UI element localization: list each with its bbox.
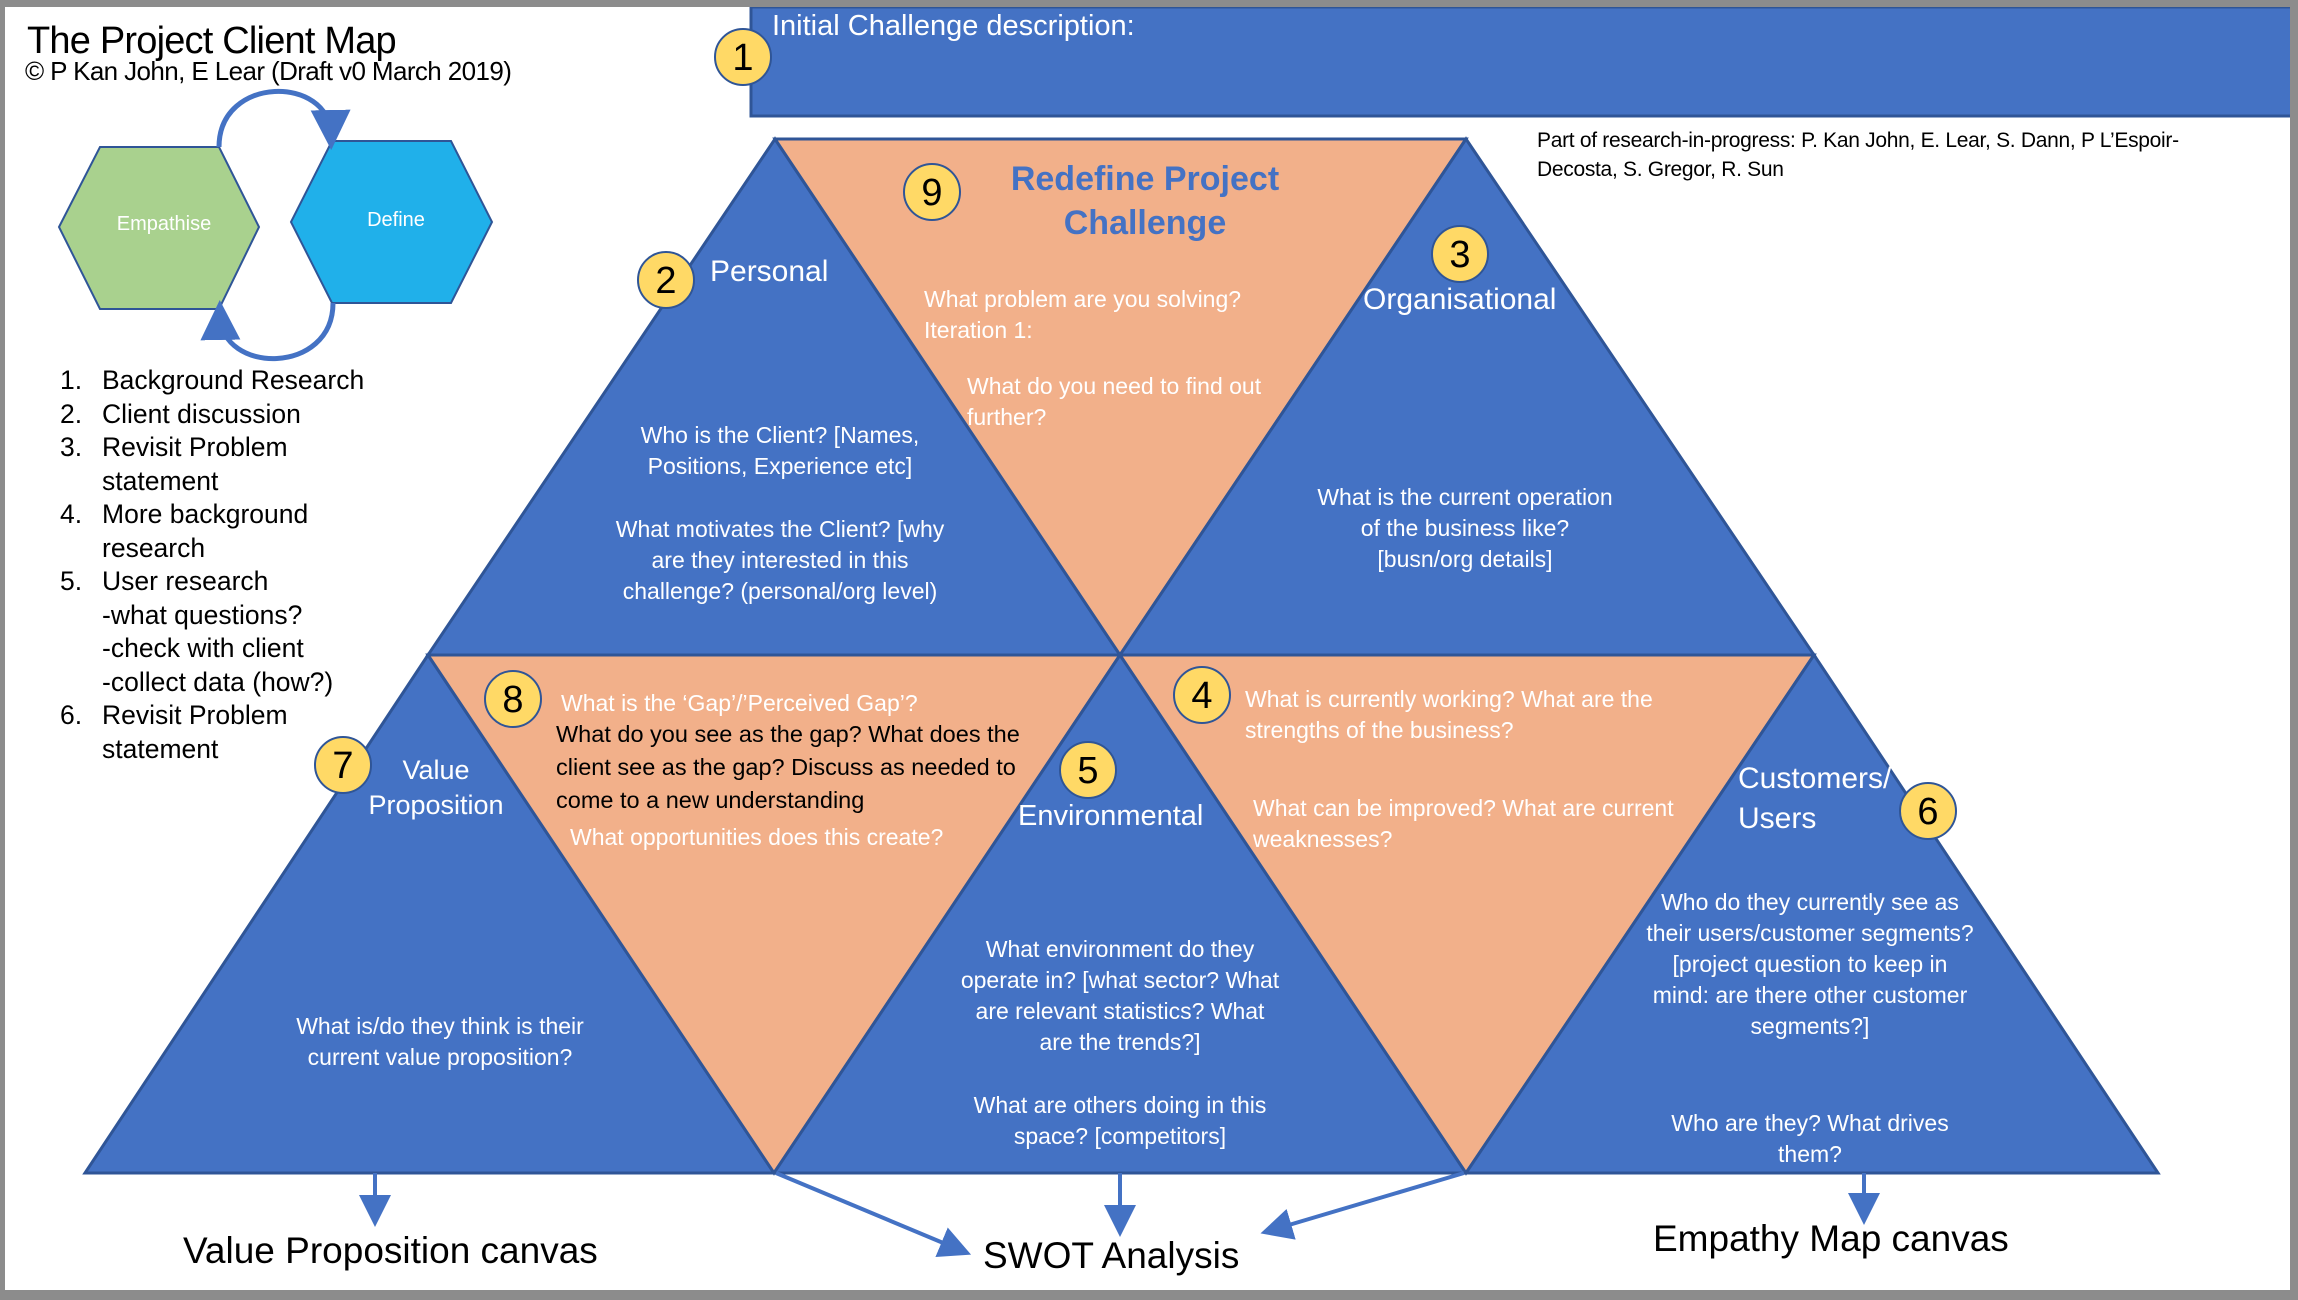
copyright-text: © P Kan John, E Lear (Draft v0 March 201… xyxy=(25,56,512,86)
step-item: 4.More background research xyxy=(60,499,309,563)
cycle-arrow-top xyxy=(216,89,351,150)
arrow-to-swot-left xyxy=(775,1171,972,1258)
arrow-to-swot-right xyxy=(1260,1171,1465,1240)
step-item: 5.User research -what questions? -check … xyxy=(60,566,334,697)
redefine-title: Redefine Project Challenge xyxy=(1010,160,1280,242)
environmental-question-1: What environment do they operate in? [wh… xyxy=(960,936,1280,1055)
diagram-shapes xyxy=(57,7,2290,1258)
step-item: 2.Client discussion xyxy=(60,398,301,429)
empathise-hexagon xyxy=(57,146,261,310)
value-proposition-question: What is/do they think is their current v… xyxy=(296,1013,584,1070)
environmental-label: Environmental xyxy=(1018,800,1204,832)
step-item: 3.Revisit Problem statement xyxy=(60,432,288,496)
personal-label: Personal xyxy=(710,255,829,288)
environmental-question-2: What are others doing in this space? [co… xyxy=(973,1092,1267,1149)
challenge-label: Initial Challenge description: xyxy=(772,10,1135,42)
badge-9: 9 xyxy=(903,163,961,221)
badge-5: 5 xyxy=(1059,741,1117,799)
redefine-question-3: What do you need to find out further? xyxy=(967,373,1262,430)
value-proposition-label: Value Proposition xyxy=(368,755,504,820)
gap-question-1: What is the ‘Gap’/’Perceived Gap’? xyxy=(561,690,918,716)
weaknesses-question: What can be improved? What are current w… xyxy=(1253,795,1674,852)
step-item: 1.Background Research xyxy=(60,365,365,395)
customers-label: Customers/ Users xyxy=(1738,762,1892,835)
customers-question-2: Who are they? What drives them? xyxy=(1671,1110,1949,1167)
gap-question-3: What opportunities does this create? xyxy=(570,824,944,850)
customers-question-1: Who do they currently see as their users… xyxy=(1646,889,1974,1039)
organisational-question-1: What is the current operation of the bus… xyxy=(1317,484,1613,572)
steps-list: 1.Background Research 2.Client discussio… xyxy=(60,364,402,766)
badge-6: 6 xyxy=(1899,782,1957,840)
personal-question-2: What motivates the Client? [why are they… xyxy=(615,516,945,604)
swot-analysis-label: SWOT Analysis xyxy=(983,1235,1240,1276)
redefine-question-2: Iteration 1: xyxy=(924,317,1033,343)
badge-8: 8 xyxy=(484,670,542,728)
value-proposition-canvas-label: Value Proposition canvas xyxy=(183,1230,598,1271)
gap-question-2: What do you see as the gap? What does th… xyxy=(556,721,1020,813)
strengths-question: What is currently working? What are the … xyxy=(1245,686,1653,743)
empathy-map-canvas-label: Empathy Map canvas xyxy=(1653,1218,2009,1259)
customers-triangle xyxy=(1463,652,2161,1175)
badge-7: 7 xyxy=(314,736,372,794)
slide: The Project Client Map © P Kan John, E L… xyxy=(5,7,2290,1290)
step-item: 6.Revisit Problem statement xyxy=(60,700,288,764)
page-title: The Project Client Map xyxy=(27,20,397,62)
badge-2: 2 xyxy=(637,251,695,309)
personal-question-1: Who is the Client? [Names, Positions, Ex… xyxy=(640,422,920,479)
badge-3: 3 xyxy=(1431,225,1489,283)
badge-1: 1 xyxy=(714,28,772,86)
organisational-label: Organisational xyxy=(1363,283,1557,316)
badge-4: 4 xyxy=(1173,666,1231,724)
research-note: Part of research-in-progress: P. Kan Joh… xyxy=(1537,129,2179,181)
empathise-label: Empathise xyxy=(116,213,212,235)
cycle-arrow-bottom xyxy=(200,300,336,361)
define-label: Define xyxy=(367,209,425,231)
redefine-question-1: What problem are you solving? xyxy=(924,286,1242,312)
